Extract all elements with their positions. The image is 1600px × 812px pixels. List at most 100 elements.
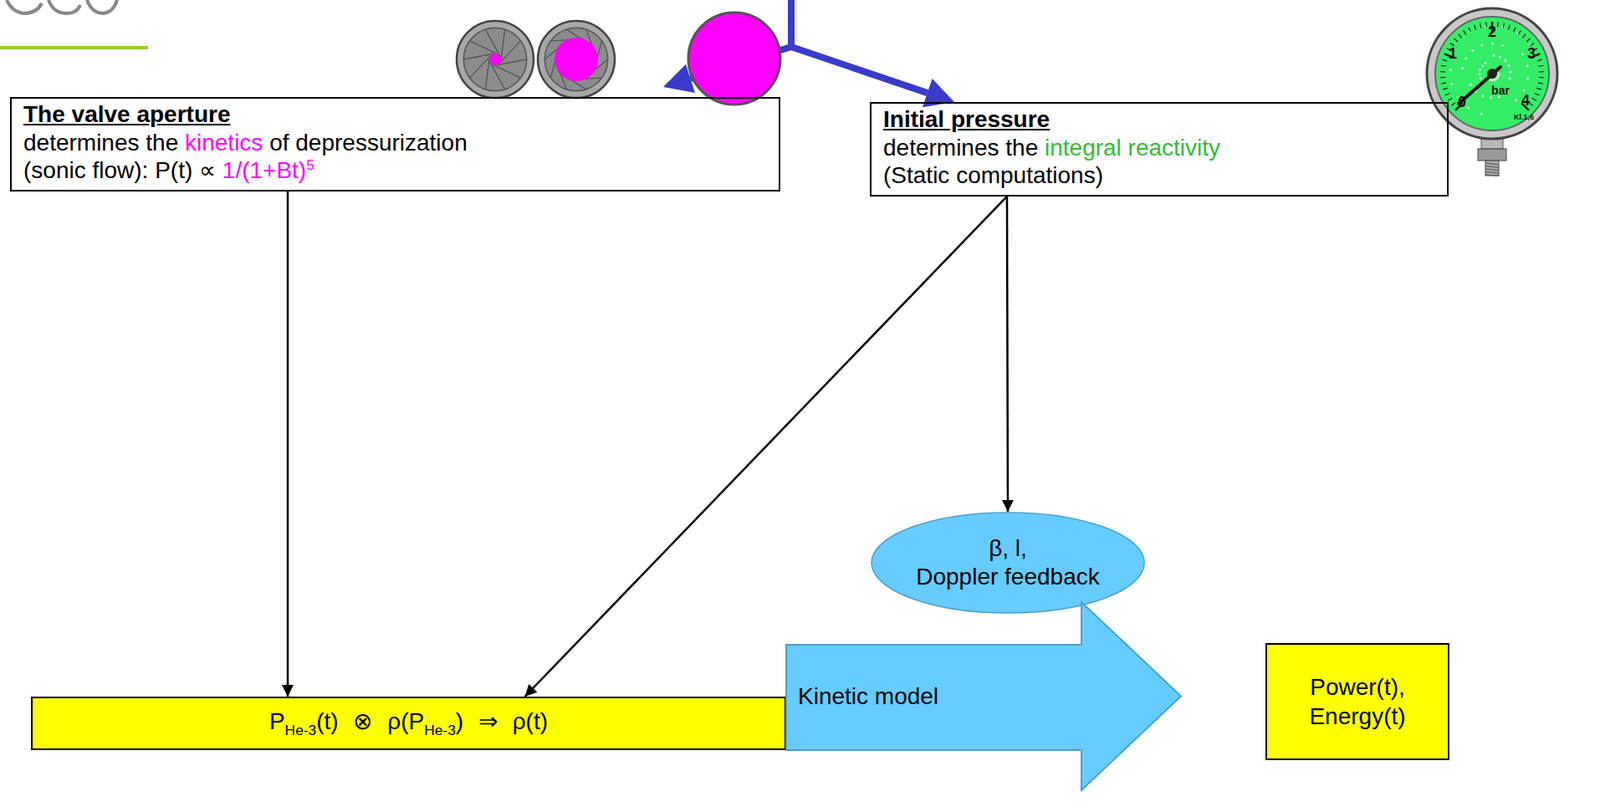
blade-edge	[490, 62, 505, 90]
text-run: The valve aperture	[23, 101, 231, 128]
face-speckle	[1526, 76, 1529, 80]
face-speckle	[1501, 44, 1504, 47]
gauge-tick	[1463, 30, 1467, 35]
gauge-tick	[1474, 25, 1477, 31]
gauge-tick	[1530, 53, 1540, 58]
gauge-tick	[1453, 38, 1457, 42]
parameter-ellipse: β, l, Doppler feedback	[870, 511, 1146, 614]
shape-outline	[786, 602, 1181, 791]
connector-arrow	[286, 191, 290, 697]
aperture-rim	[456, 20, 534, 98]
gauge-scale-label: bar	[1491, 83, 1510, 98]
face-speckle	[1497, 95, 1501, 98]
face-speckle	[1461, 66, 1464, 70]
gauge-tick	[1534, 92, 1539, 96]
text-run: P	[269, 708, 286, 735]
blade-edge	[485, 59, 490, 90]
text-run: determines the	[883, 134, 1045, 161]
box-text: PHe-3(t) ⊗ ρ(PHe-3) ⇒ ρ(t)	[269, 707, 548, 740]
gauge-scale-label: 4	[1521, 92, 1530, 110]
gauge-needle	[1458, 66, 1501, 104]
process-arrow: Kinetic model	[786, 602, 1181, 791]
gauge-scale-label: 3	[1527, 45, 1536, 63]
valve-aperture-icon	[456, 20, 534, 98]
text-run: 5	[306, 156, 315, 174]
arrow-shape	[786, 602, 1181, 791]
text-run: (Static computations)	[883, 162, 1104, 189]
gauge-tick	[1522, 34, 1526, 39]
aperture-opening	[489, 53, 501, 66]
pressure-gauge	[1426, 8, 1558, 177]
fork-arrowhead	[922, 78, 955, 108]
gauge-face	[1435, 16, 1549, 131]
face-speckle	[1514, 98, 1518, 102]
needle-hub	[1487, 68, 1498, 79]
text-run: 1/(1+Bt)	[222, 158, 307, 185]
gauge-tick	[1521, 102, 1529, 110]
thread-line	[1485, 163, 1499, 165]
gauge-tick	[1532, 97, 1537, 101]
gauge-tick	[1529, 43, 1534, 47]
gauge-tick	[1485, 21, 1488, 27]
face-speckle	[1478, 68, 1482, 72]
aperture-rim	[537, 20, 615, 98]
text-run: integral reactivity	[1044, 134, 1221, 161]
face-speckle	[1489, 96, 1493, 99]
blade-edge	[499, 40, 521, 64]
gauge-tick	[1441, 82, 1447, 84]
gauge-tick	[1518, 30, 1521, 35]
gauge-tick	[1528, 102, 1534, 107]
face-speckle	[1467, 106, 1470, 109]
box-text: determines the kinetics of depressurizat…	[23, 128, 767, 186]
gauge-bezel	[1426, 8, 1558, 139]
text-run: He-3	[424, 721, 456, 739]
logo-underline	[0, 46, 149, 50]
face-speckle	[1477, 72, 1481, 76]
face-speckle	[1492, 78, 1495, 82]
gauge-tick	[1537, 59, 1543, 62]
face-speckle	[1489, 78, 1493, 82]
result-box: Power(t), Energy(t)	[1265, 643, 1450, 761]
process-box: The valve aperturedetermines the kinetic…	[10, 97, 781, 192]
thread-line	[1485, 168, 1499, 171]
text-run: β, l,	[988, 535, 1028, 562]
face-speckle	[1449, 68, 1452, 72]
text-run: Doppler feedback	[915, 563, 1100, 590]
thread-line	[1485, 165, 1499, 168]
gauge-tick	[1442, 87, 1448, 90]
text-run: Initial pressure	[883, 106, 1050, 133]
gauge-thread	[1485, 160, 1499, 176]
gauge-tick	[1526, 38, 1530, 42]
face-speckle	[1508, 71, 1512, 74]
gauge-tick	[1446, 48, 1452, 52]
text-run: determines the	[23, 129, 185, 156]
gauge-tick	[1440, 71, 1446, 72]
box-text: β, l, Doppler feedback	[915, 534, 1100, 591]
face-speckle	[1450, 82, 1453, 86]
box-heading: Initial pressure	[883, 105, 1436, 134]
gauge-tick	[1440, 76, 1446, 79]
face-speckle	[1483, 61, 1487, 65]
process-box: Initial pressuredetermines the integral …	[869, 102, 1449, 197]
gauge-scale-label: 0	[1457, 93, 1467, 112]
fork-stem	[787, 0, 795, 47]
gauge-tick	[1441, 65, 1447, 67]
gauge-tick	[1538, 65, 1544, 67]
gauge-scale-label: Kl.1,6	[1513, 112, 1534, 122]
face-speckle	[1505, 91, 1508, 94]
blade-edge	[463, 53, 494, 60]
thread-line	[1485, 174, 1499, 177]
thread-line	[1485, 171, 1499, 174]
face-speckle	[1497, 71, 1500, 75]
text-run: He-3	[285, 721, 317, 739]
gauge-tick	[1502, 23, 1504, 29]
face-speckle	[1480, 44, 1483, 47]
gauge-tick	[1497, 21, 1499, 27]
aperture-opening	[554, 37, 599, 82]
gauge-tick	[1491, 21, 1494, 32]
box-text: Kinetic model	[797, 683, 939, 711]
gauge-tick	[1536, 87, 1542, 90]
gauge-scale-label: 2	[1487, 23, 1497, 41]
